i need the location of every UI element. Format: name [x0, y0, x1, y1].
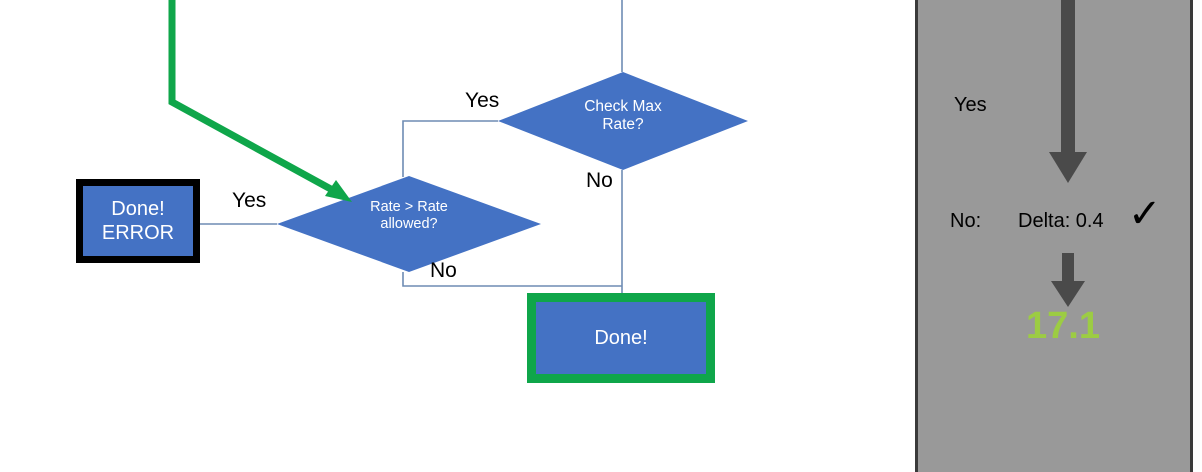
highlight-path-arrowhead: [325, 180, 352, 202]
down-arrow-bottom-icon: [1051, 253, 1085, 307]
edge-label-no-bottom: No: [430, 259, 457, 282]
edge-label-no-right: No: [586, 169, 613, 192]
connector-lines: [200, 0, 623, 293]
edge-label-yes-left: Yes: [232, 189, 267, 212]
node-done[interactable]: Done!: [527, 293, 715, 383]
down-arrow-top-icon: [1049, 0, 1087, 183]
panel-result-value: 17.1: [1026, 305, 1100, 347]
highlight-path-line: [168, 0, 340, 197]
node-check-max-rate[interactable]: [498, 72, 748, 170]
check-mark-icon: ✓: [1128, 191, 1162, 237]
highlight-path: [168, 0, 352, 202]
edge-label-yes-top: Yes: [465, 89, 500, 112]
node-rate-gt-rate-allowed[interactable]: [277, 176, 541, 272]
result-panel: Yes No: Delta: 0.4 ✓ 17.1: [915, 0, 1193, 472]
flowchart-canvas: [168, 0, 748, 293]
connector-no-to-done: [402, 272, 622, 287]
panel-branch-yes-label: Yes: [954, 94, 987, 116]
panel-arrow-canvas: [1049, 0, 1087, 307]
node-done-error[interactable]: Done! ERROR: [76, 179, 200, 263]
connector-yes-to-rate-check: [402, 120, 498, 177]
panel-branch-no-label: No:: [950, 210, 982, 232]
panel-delta-value: Delta: 0.4: [1018, 210, 1104, 232]
